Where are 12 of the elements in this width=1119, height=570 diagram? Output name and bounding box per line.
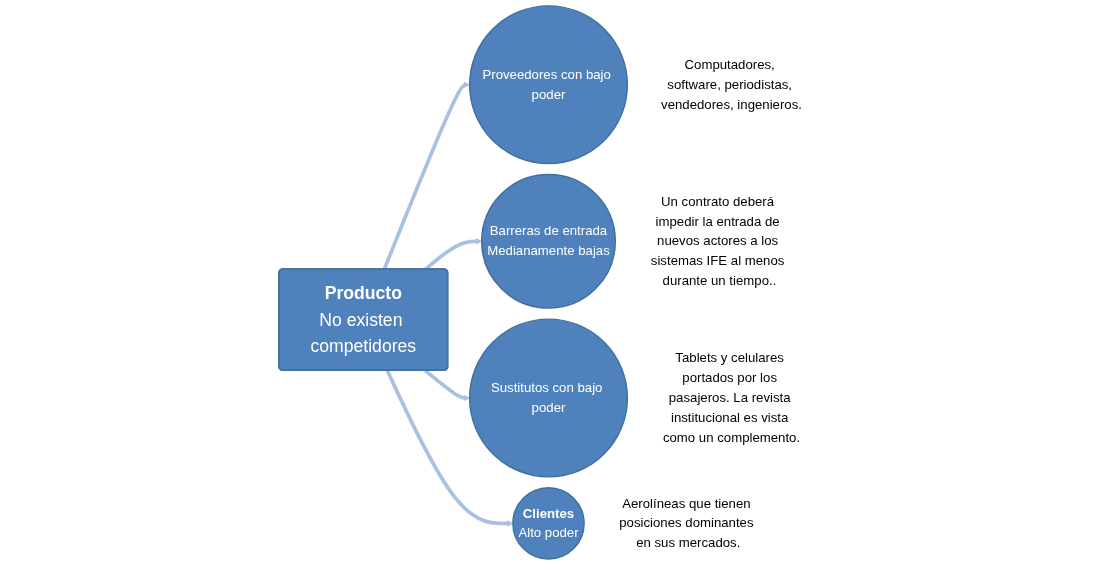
node-circle: Clientes Alto poder — [512, 487, 585, 560]
arrow — [382, 81, 470, 271]
arrow — [385, 369, 514, 527]
node-label: Tablets y celulares portados por los pasajeros. La revista institucional es vista como un complemento. — [662, 350, 801, 445]
arrow — [424, 369, 470, 402]
node-circle: Proveedores con bajo poder — [468, 5, 629, 165]
node-circle: Sustitutos con bajo poder — [468, 318, 629, 478]
node-circle: Barreras de entrada Medianamente bajas — [480, 173, 616, 309]
node-label: Computadores, software, periodistas, vendedores, ingenieros. — [661, 57, 802, 112]
node-label: Un contrato deberá impedir la entrada de nuevos actores a los sistemas IFE al menos durante un tiempo.. — [650, 194, 785, 288]
node-label: Aerolíneas que tienen posiciones dominantes en sus mercados. — [619, 495, 754, 551]
arrow — [424, 238, 482, 271]
